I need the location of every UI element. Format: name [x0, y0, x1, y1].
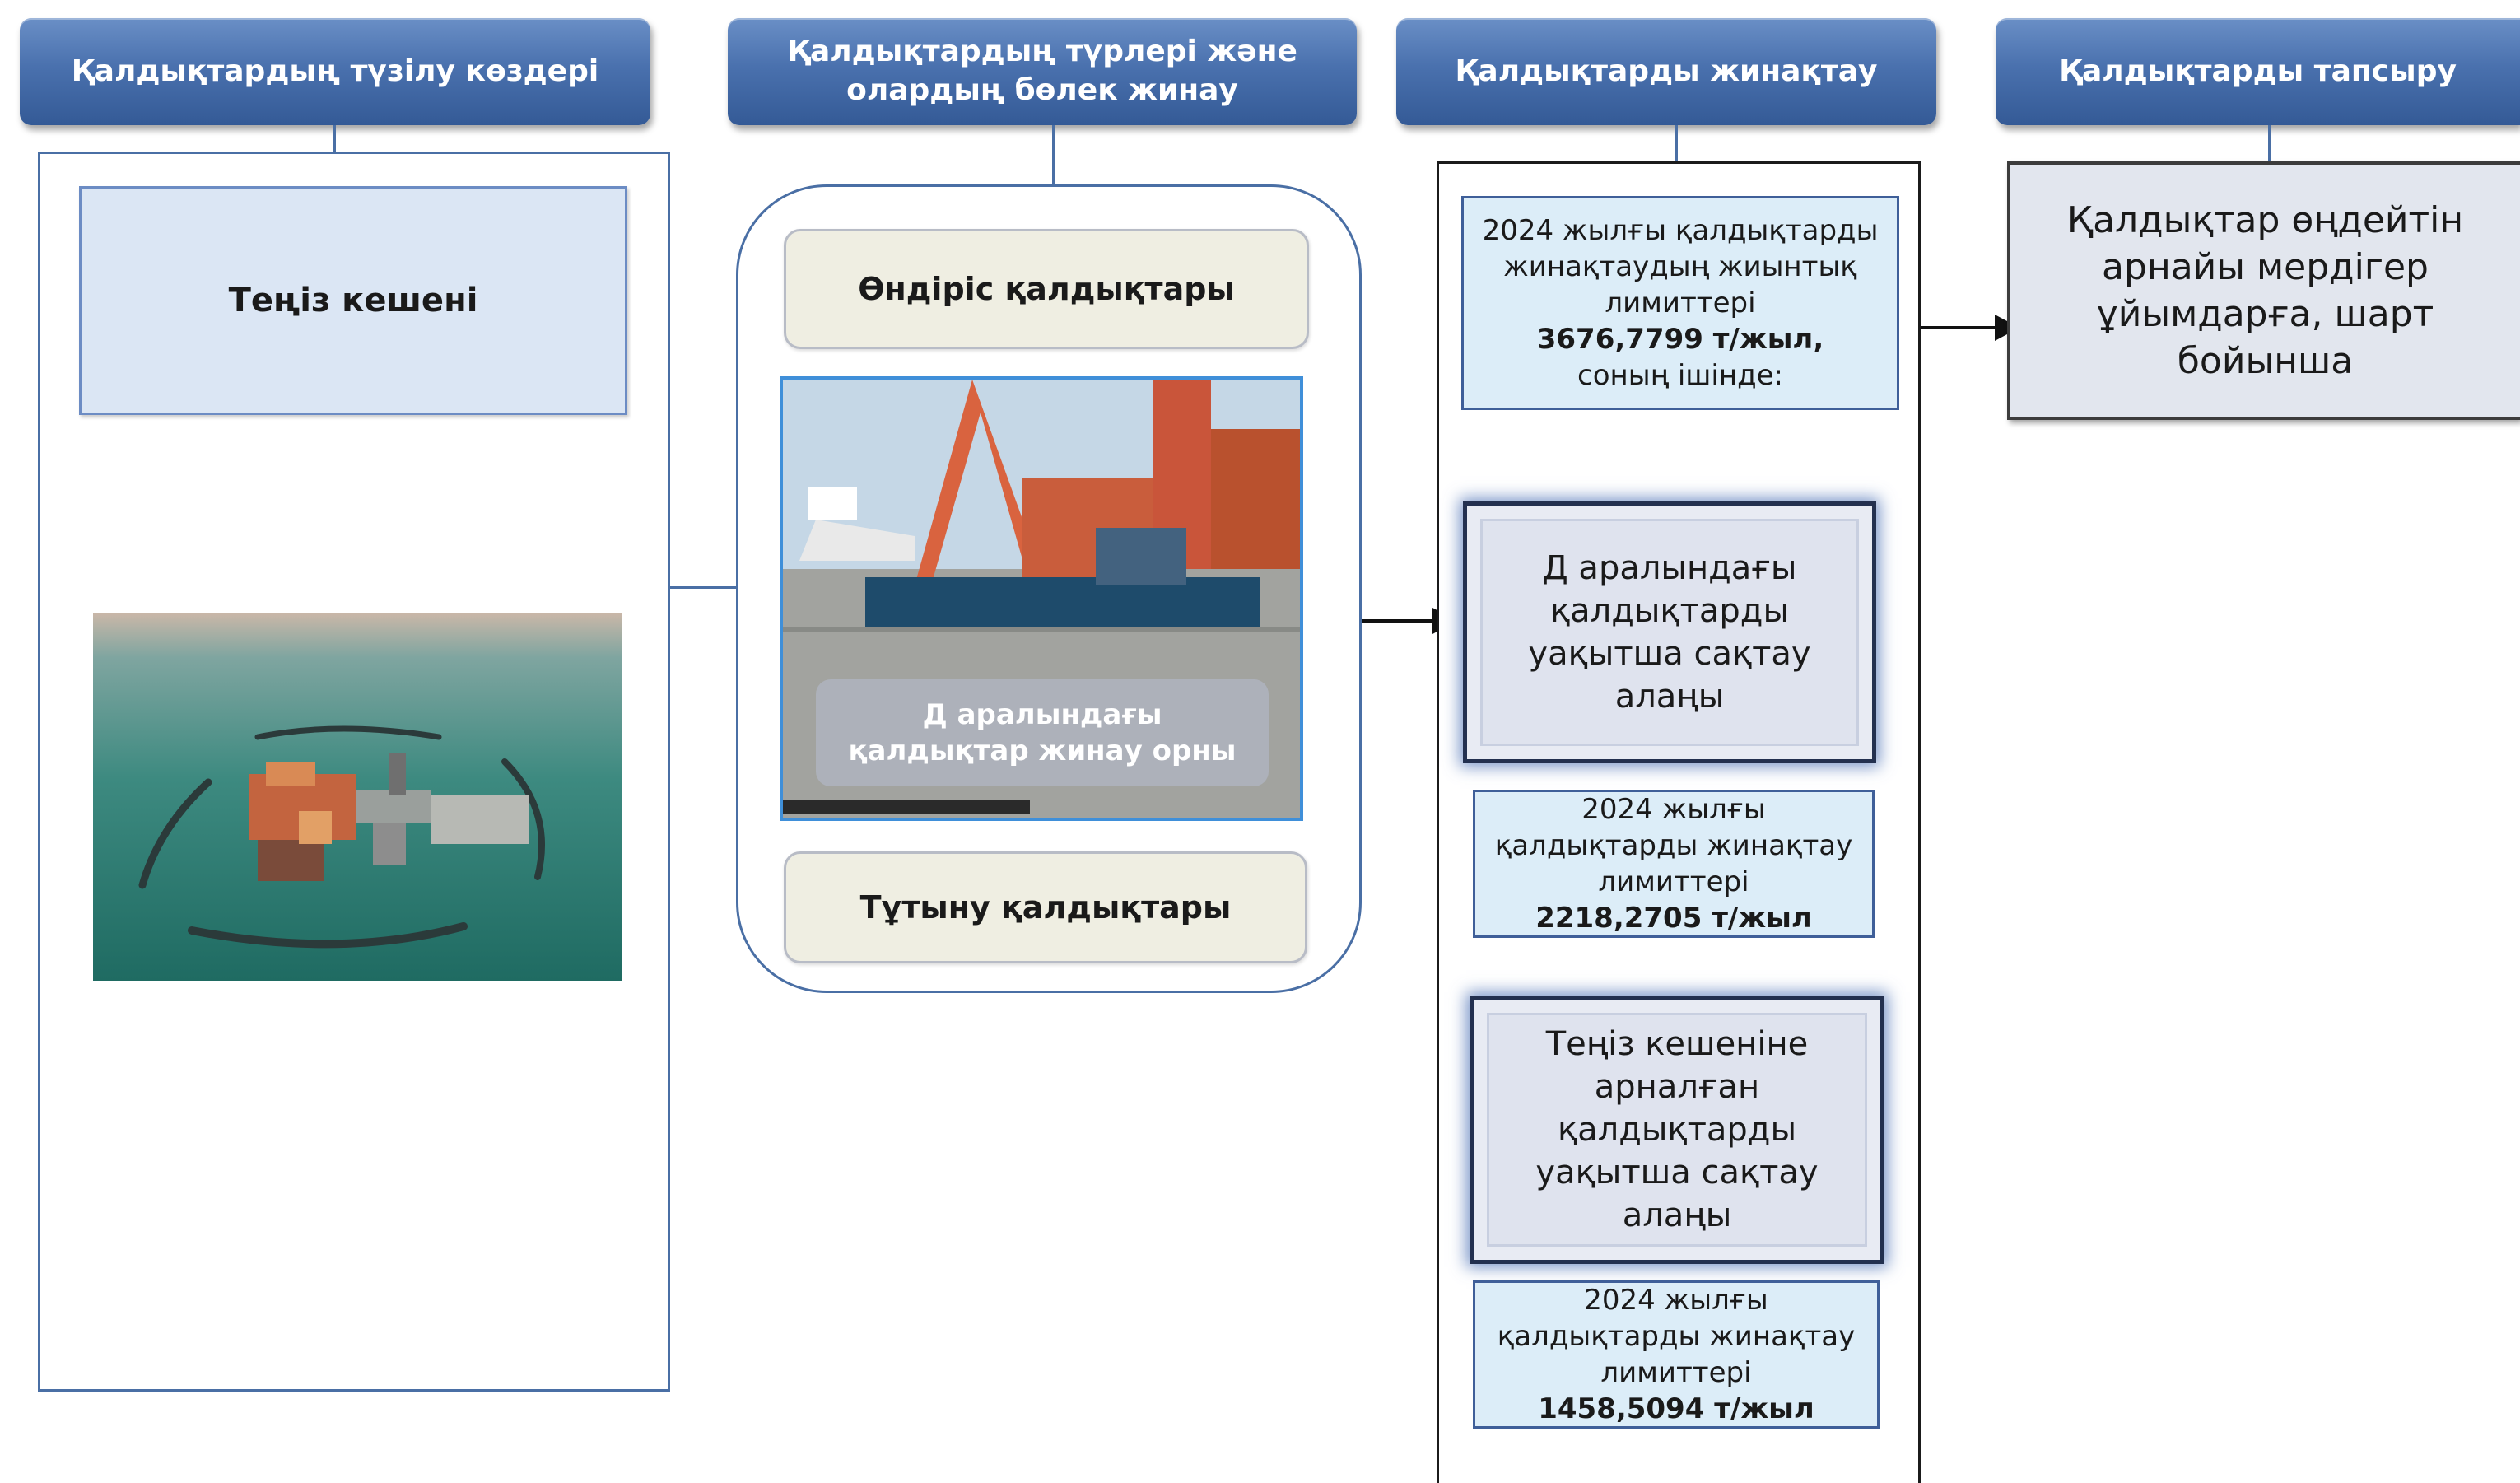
d-island-limit-line2: қалдықтарды жинақтау [1494, 828, 1853, 862]
photo-strip [783, 800, 1030, 814]
d-island-limit-value: 2218,2705 т/жыл [1535, 902, 1812, 935]
waste-collection-photo: Д аралындағы қалдықтар жинау орны [780, 376, 1303, 821]
tengiz-limit-line3: лимиттері [1600, 1356, 1752, 1389]
consumption-waste-box: Тұтыну қалдықтары [784, 851, 1307, 963]
header-accumulation: Қалдықтарды жинақтау [1396, 18, 1936, 125]
connector-types [1052, 125, 1055, 186]
tengiz-storage-label: Теңіз кешеніне арналған қалдықтарды уақы… [1535, 1025, 1819, 1234]
d-island-storage-site: Д аралындағы қалдықтарды уақытша сақтау … [1463, 501, 1876, 763]
header-types: Қалдықтардың түрлері және олардың бөлек … [728, 18, 1357, 125]
total-limit-value: 3676,7799 т/жыл, [1536, 323, 1824, 357]
industrial-waste-label: Өндіріс қалдықтары [858, 271, 1235, 307]
d-island-limit-box: 2024 жылғы қалдықтарды жинақтау лимиттер… [1473, 790, 1875, 938]
total-limit-line2: жинақтаудың жиынтық [1503, 249, 1857, 283]
tengiz-limit-line1: 2024 жылғы [1584, 1283, 1768, 1317]
tengiz-storage-site: Теңіз кешеніне арналған қалдықтарды уақы… [1470, 996, 1884, 1264]
d-island-limit-line1: 2024 жылғы [1581, 792, 1766, 826]
arrow-accumulation-transfer [1921, 326, 2003, 329]
tengiz-limit-line2: қалдықтарды жинақтау [1497, 1319, 1856, 1353]
header-transfer: Қалдықтарды тапсыру [1996, 18, 2520, 125]
industrial-waste-box: Өндіріс қалдықтары [784, 229, 1309, 349]
header-sources: Қалдықтардың түзілу көздері [20, 18, 650, 125]
tengiz-limit-value: 1458,5094 т/жыл [1538, 1392, 1814, 1426]
contractor-transfer-box: Қалдықтар өңдейтін арнайы мердігер ұйымд… [2007, 161, 2520, 420]
total-limit-line1: 2024 жылғы қалдықтарды [1482, 213, 1879, 247]
tengiz-complex-label: Теңіз кешені [228, 282, 478, 319]
contractor-transfer-label: Қалдықтар өңдейтін арнайы мердігер ұйымд… [2066, 198, 2464, 383]
connector-sources [333, 125, 336, 153]
tengiz-limit-box: 2024 жылғы қалдықтарды жинақтау лимиттер… [1473, 1280, 1880, 1429]
total-limit-line5: соның ішінде: [1577, 359, 1783, 393]
consumption-waste-label: Тұтыну қалдықтары [859, 889, 1232, 926]
aerial-island-image [93, 613, 622, 981]
arrow-types-accumulation [1362, 619, 1437, 623]
total-limit-box: 2024 жылғы қалдықтарды жинақтаудың жиынт… [1461, 196, 1899, 410]
d-island-limit-line3: лимиттері [1598, 865, 1749, 898]
d-island-storage-label: Д аралындағы қалдықтарды уақытша сақтау … [1528, 549, 1811, 716]
tengiz-complex-box: Теңіз кешені [79, 186, 627, 415]
connector-transfer [2268, 125, 2271, 161]
connector-accumulation [1675, 125, 1678, 163]
connector-sources-types [670, 586, 738, 589]
total-limit-line3: лимиттері [1605, 286, 1756, 319]
photo-caption: Д аралындағы қалдықтар жинау орны [816, 679, 1269, 786]
